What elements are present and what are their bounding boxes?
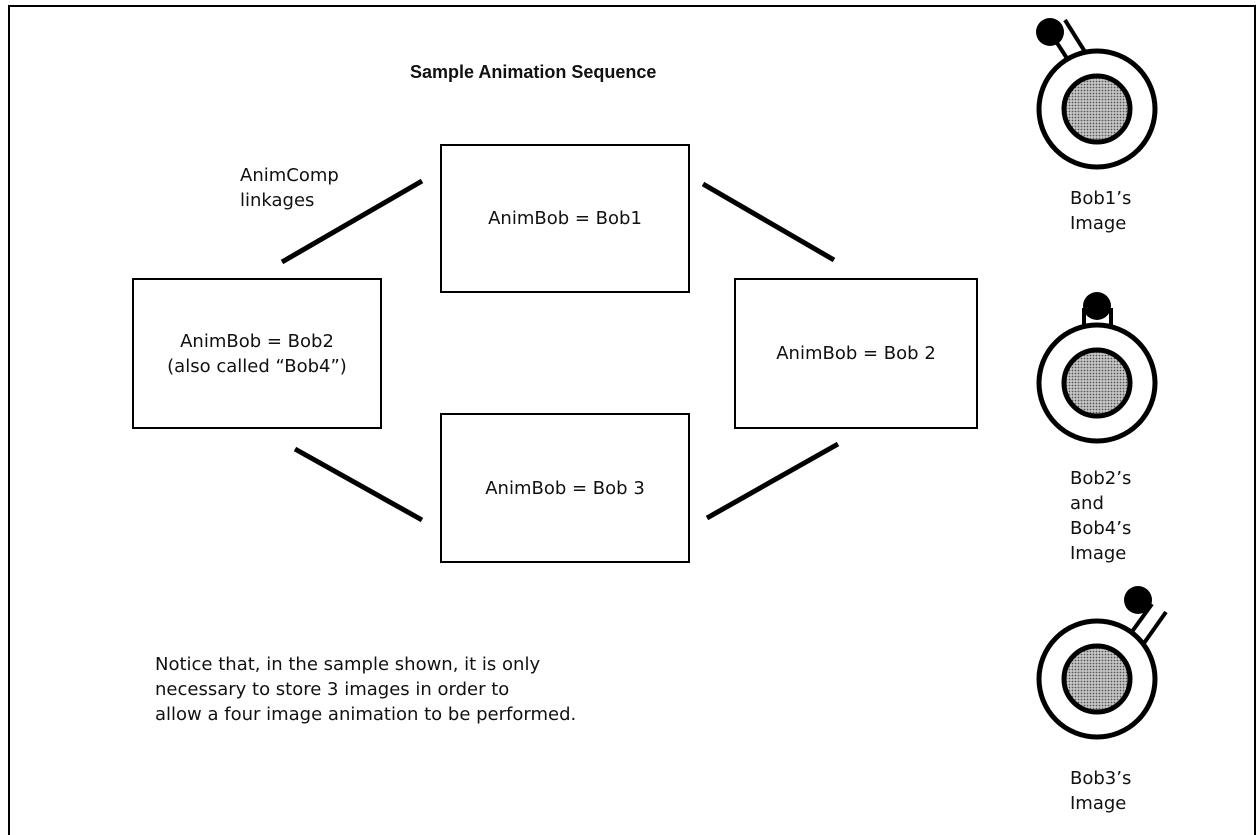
caption-line: Image (1070, 213, 1127, 234)
linkage-line-bottom-left (293, 446, 424, 523)
footnote-line: Notice that, in the sample shown, it is … (155, 654, 541, 675)
bob3-image (1036, 586, 1168, 740)
linkage-line-top-left (280, 178, 424, 265)
box-bottom-label: AnimBob = Bob 3 (485, 477, 645, 499)
diagram-title: Sample Animation Sequence (410, 62, 657, 82)
linkage-label: AnimComp linkages (240, 163, 339, 213)
footnote-line: allow a four image animation to be perfo… (155, 704, 577, 725)
bob1-caption: Bob1’s Image (1070, 186, 1131, 236)
bob2-image (1036, 292, 1158, 444)
box-left-sublabel: (also called “Bob4”) (167, 355, 347, 377)
caption-line: Image (1070, 793, 1127, 814)
box-right-label: AnimBob = Bob 2 (776, 343, 936, 364)
linkage-line-bottom-right (705, 441, 840, 521)
bob1-image (1036, 18, 1158, 170)
diagram-frame (8, 5, 1256, 835)
caption-line: Bob2’s (1070, 468, 1132, 489)
footnote-line: necessary to store 3 images in order to (155, 679, 510, 700)
caption-line: Bob3’s (1070, 768, 1132, 789)
linkage-label-line: AnimComp (240, 165, 339, 186)
box-top-label: AnimBob = Bob1 (488, 208, 642, 229)
linkage-label-line: linkages (240, 190, 315, 211)
caption-line: Bob4’s (1070, 518, 1132, 539)
box-left: AnimBob = Bob2 (also called “Bob4”) (132, 278, 382, 429)
caption-line: Image (1070, 543, 1127, 564)
footnote: Notice that, in the sample shown, it is … (155, 652, 576, 727)
box-left-label: AnimBob = Bob2 (180, 330, 334, 352)
bob3-caption: Bob3’s Image (1070, 766, 1131, 816)
box-bottom: AnimBob = Bob 3 (440, 413, 690, 563)
box-top: AnimBob = Bob1 (440, 144, 690, 293)
caption-line: Bob1’s (1070, 188, 1132, 209)
caption-line: and (1070, 493, 1104, 514)
bob2-caption: Bob2’s and Bob4’s Image (1070, 466, 1131, 566)
linkage-line-top-right (701, 181, 836, 263)
box-right: AnimBob = Bob 2 (734, 278, 978, 429)
